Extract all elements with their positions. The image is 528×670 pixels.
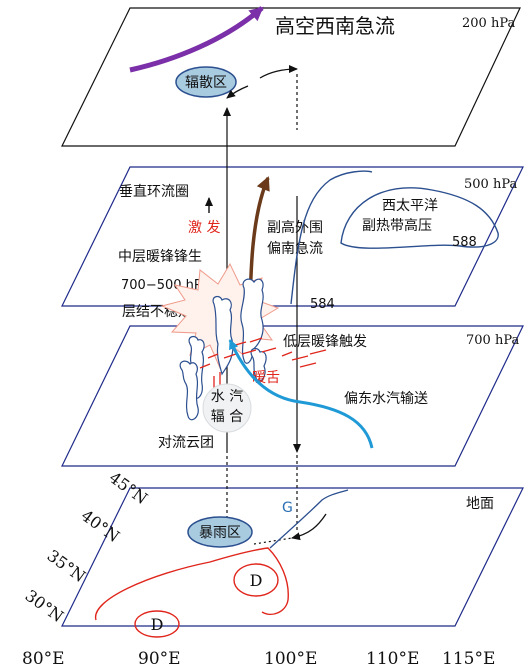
excite-label: 激 发 — [188, 219, 220, 236]
upper-jet-arrow — [129, 6, 264, 73]
lat-label-40: 40°N — [78, 506, 123, 546]
plane-700hpa — [61, 325, 524, 467]
vertical-circulation-label: 垂直环流圈 — [119, 183, 189, 200]
vapor-convergence-circle — [202, 383, 252, 433]
vapor-label-1: 水 汽 — [211, 389, 243, 405]
level-label-500: 500 hPa — [464, 177, 517, 192]
surface-front-dotted — [253, 537, 293, 545]
high-g-label: G — [282, 500, 293, 516]
divergence-label: 辐散区 — [185, 75, 227, 91]
lon-label-90: 90°E — [138, 649, 181, 669]
east-vapor-arrow — [228, 339, 374, 449]
contour-584 — [290, 170, 373, 305]
lat-label-30: 30°N — [22, 586, 67, 626]
red-isobar-outer — [95, 547, 289, 621]
wpsh-label-1: 西太平洋 — [382, 198, 438, 214]
low-d-label-right: D — [250, 571, 263, 590]
contour-588-label: 588 — [452, 235, 477, 250]
surface-wind-arrow — [291, 513, 327, 541]
level-label-surface: 地面 — [466, 496, 494, 512]
lon-label-100: 100°E — [264, 649, 317, 669]
cloud-cluster-label: 对流云团 — [158, 435, 214, 451]
rainstorm-ellipse — [187, 516, 253, 548]
lon-label-110: 110°E — [366, 649, 419, 669]
level-label-200: 200 hPa — [462, 16, 515, 31]
mid-front-label: 中层暖锋锋生 — [118, 249, 202, 265]
lat-label-35: 35°N — [44, 546, 89, 586]
low-front-label: 低层暖锋触发 — [283, 334, 367, 350]
low-d-label-left: D — [151, 615, 164, 634]
contour-588 — [340, 187, 499, 249]
divergence-ellipse — [175, 66, 237, 98]
plane-200hpa — [61, 7, 521, 147]
subtropical-jet-label-2: 偏南急流 — [267, 241, 323, 257]
contour-584-label: 584 — [310, 297, 335, 312]
lon-label-115: 115°E — [442, 649, 495, 669]
subtropical-jet-label-1: 副高外围 — [267, 219, 323, 236]
lon-label-80: 80°E — [22, 649, 65, 669]
surface-g-line — [269, 489, 349, 549]
east-vapor-label: 偏东水汽输送 — [344, 391, 428, 407]
upper-jet-label: 高空西南急流 — [275, 14, 395, 38]
vapor-label-2: 辐 合 — [211, 409, 243, 425]
plane-surface — [61, 487, 524, 627]
rainstorm-label: 暴雨区 — [199, 525, 241, 541]
divergence-wind-arrow-right — [259, 65, 298, 79]
plane-500hpa — [61, 166, 524, 307]
divergence-wind-arrow-left — [226, 85, 249, 99]
lat-label-45: 45°N — [106, 468, 151, 508]
low-d-ellipse-left — [134, 610, 180, 638]
warm-tongue-dashes — [199, 337, 327, 388]
low-d-ellipse-right — [233, 563, 279, 597]
level-label-700: 700 hPa — [466, 333, 519, 348]
wpsh-label-2: 副热带高压 — [362, 217, 432, 234]
